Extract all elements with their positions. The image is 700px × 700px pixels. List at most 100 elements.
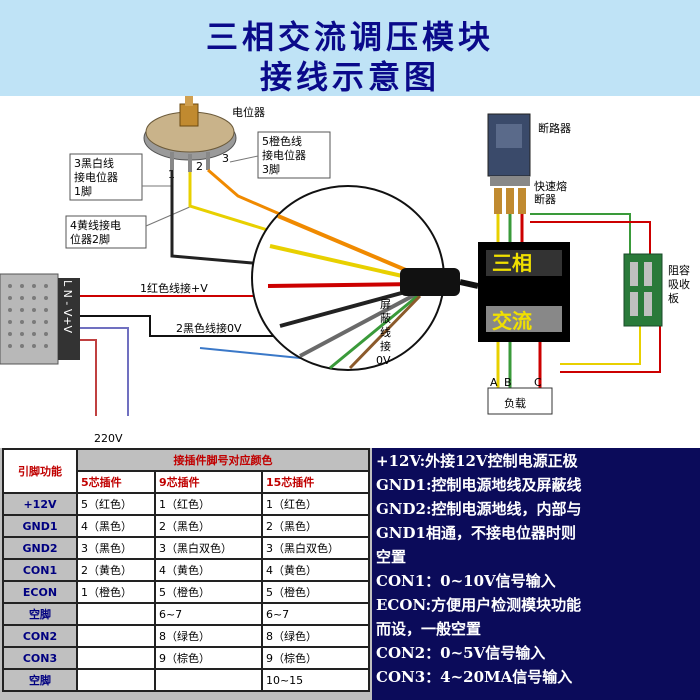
note-line: GND2:控制电源地线，内部与	[376, 500, 582, 518]
table-cell: 8（绿色）	[260, 624, 371, 648]
note-line: GND1相通，不接电位器时则	[376, 524, 576, 542]
load-box	[487, 387, 553, 415]
table-cell: 3（黑色）	[76, 536, 156, 560]
note-line: CON2：0~5V信号输入	[376, 644, 546, 662]
table-cell: 9（棕色）	[153, 646, 263, 670]
bw-label-2: 接电位器	[74, 170, 118, 184]
absorb-label-2: 吸收	[668, 277, 690, 291]
breaker-label: 断路器	[538, 121, 571, 135]
fuse-icon	[494, 188, 526, 214]
note-line: GND1:控制电源地线及屏蔽线	[376, 476, 582, 494]
ac-voltage-label: 220V	[94, 432, 123, 445]
page-subtitle: 接线示意图	[259, 58, 440, 96]
table-col-header-15: 15芯插件	[260, 470, 371, 494]
table-main-header: 接插件脚号对应颜色	[76, 448, 370, 472]
table-cell: 4（黄色）	[153, 558, 263, 582]
potentiometer-icon	[143, 96, 237, 172]
module-icon	[478, 242, 570, 342]
table-cell-pin: CON3	[2, 646, 78, 670]
phase-c-label: C	[534, 376, 542, 389]
table-cell	[153, 668, 263, 692]
power-supply-icon	[0, 273, 80, 365]
orange-label-1: 5橙色线	[262, 134, 302, 148]
page-title: 三相交流调压模块	[205, 18, 494, 56]
bw-label-3: 1脚	[74, 184, 92, 198]
yellow-label-1: 4黄线接电	[70, 218, 121, 232]
table-pin-header: 引脚功能	[2, 448, 78, 494]
table-cell-pin: 空脚	[2, 602, 78, 626]
table-cell-pin: CON1	[2, 558, 78, 582]
orange-wire-label-box	[257, 131, 331, 179]
table-cell-pin: +12V	[2, 492, 78, 516]
table-cell: 5（橙色）	[153, 580, 263, 604]
phase-b-label: B	[504, 376, 512, 389]
header-banner: 三相交流调压模块 接线示意图	[0, 0, 700, 96]
table-cell: 2（黄色）	[76, 558, 156, 582]
note-line: 而设，一般空置	[376, 620, 482, 638]
pot-pin3-label: 3	[222, 152, 229, 165]
breaker-icon	[487, 113, 531, 186]
table-row: CON2 8（绿色）8（绿色）	[2, 624, 371, 648]
shield-label-1: 屏	[380, 298, 391, 311]
table-cell: 2（黑色）	[153, 514, 263, 538]
pot-pin2-label: 2	[196, 160, 203, 173]
table-cell: 1（橙色）	[76, 580, 156, 604]
table-cell: 8（绿色）	[153, 624, 263, 648]
note-line: 空置	[376, 548, 407, 566]
table-cell: 1（红色）	[260, 492, 371, 516]
cable-sheath	[400, 268, 460, 296]
bw-wire-label-box	[69, 153, 143, 201]
shield-label-4: 接	[380, 340, 391, 353]
table-cell: 2（黑色）	[260, 514, 371, 538]
absorb-label-1: 阻容	[668, 263, 690, 277]
black-wire-label: 2黑色线接0V	[176, 321, 242, 335]
yellow-label-2: 位器2脚	[70, 232, 110, 246]
note-line: +12V:外接12V控制电源正极	[376, 452, 578, 470]
yellow-wire-label-box	[65, 215, 147, 249]
table-cell: 6~7	[153, 602, 263, 626]
table-cell: 4（黄色）	[260, 558, 371, 582]
table-cell: 3（黑白双色）	[153, 536, 263, 560]
load-label: 负载	[504, 396, 526, 410]
module-label-1: 三相	[492, 251, 532, 275]
absorption-board-icon	[623, 253, 663, 327]
phase-a-label: A	[490, 376, 498, 389]
table-cell: 4（黑色）	[76, 514, 156, 538]
table-cell: 3（黑白双色）	[260, 536, 371, 560]
table-col-header-9: 9芯插件	[153, 470, 263, 494]
table-cell-pin: GND1	[2, 514, 78, 538]
table-cell	[76, 668, 156, 692]
table-cell	[76, 646, 156, 670]
table-col-header-5: 5芯插件	[76, 470, 156, 494]
table-cell: 1（红色）	[153, 492, 263, 516]
fuse-label-1: 快速熔	[534, 179, 567, 193]
table-cell-pin: 空脚	[2, 668, 78, 692]
table-cell: 5（红色）	[76, 492, 156, 516]
potentiometer-label: 电位器	[232, 105, 265, 119]
table-cell-pin: GND2	[2, 536, 78, 560]
table-cell	[76, 624, 156, 648]
bw-label-1: 3黑白线	[74, 156, 114, 170]
note-line: CON1：0~10V信号输入	[376, 572, 556, 590]
note-line: CON3：4~20MA信号输入	[376, 668, 573, 686]
module-label-2: 交流	[492, 309, 532, 333]
table-cell-pin: ECON	[2, 580, 78, 604]
table-cell-pin: CON2	[2, 624, 78, 648]
table-cell: 5（橙色）	[260, 580, 371, 604]
orange-label-2: 接电位器	[262, 148, 306, 162]
pin-notes-panel: +12V:外接12V控制电源正极 GND1:控制电源地线及屏蔽线 GND2:控制…	[372, 448, 700, 700]
orange-label-3: 3脚	[262, 162, 280, 176]
shield-label-5: 0V	[376, 354, 391, 367]
red-wire-label: 1红色线接+V	[140, 281, 208, 295]
shield-label-2: 蔽	[380, 312, 391, 325]
table-cell	[76, 602, 156, 626]
